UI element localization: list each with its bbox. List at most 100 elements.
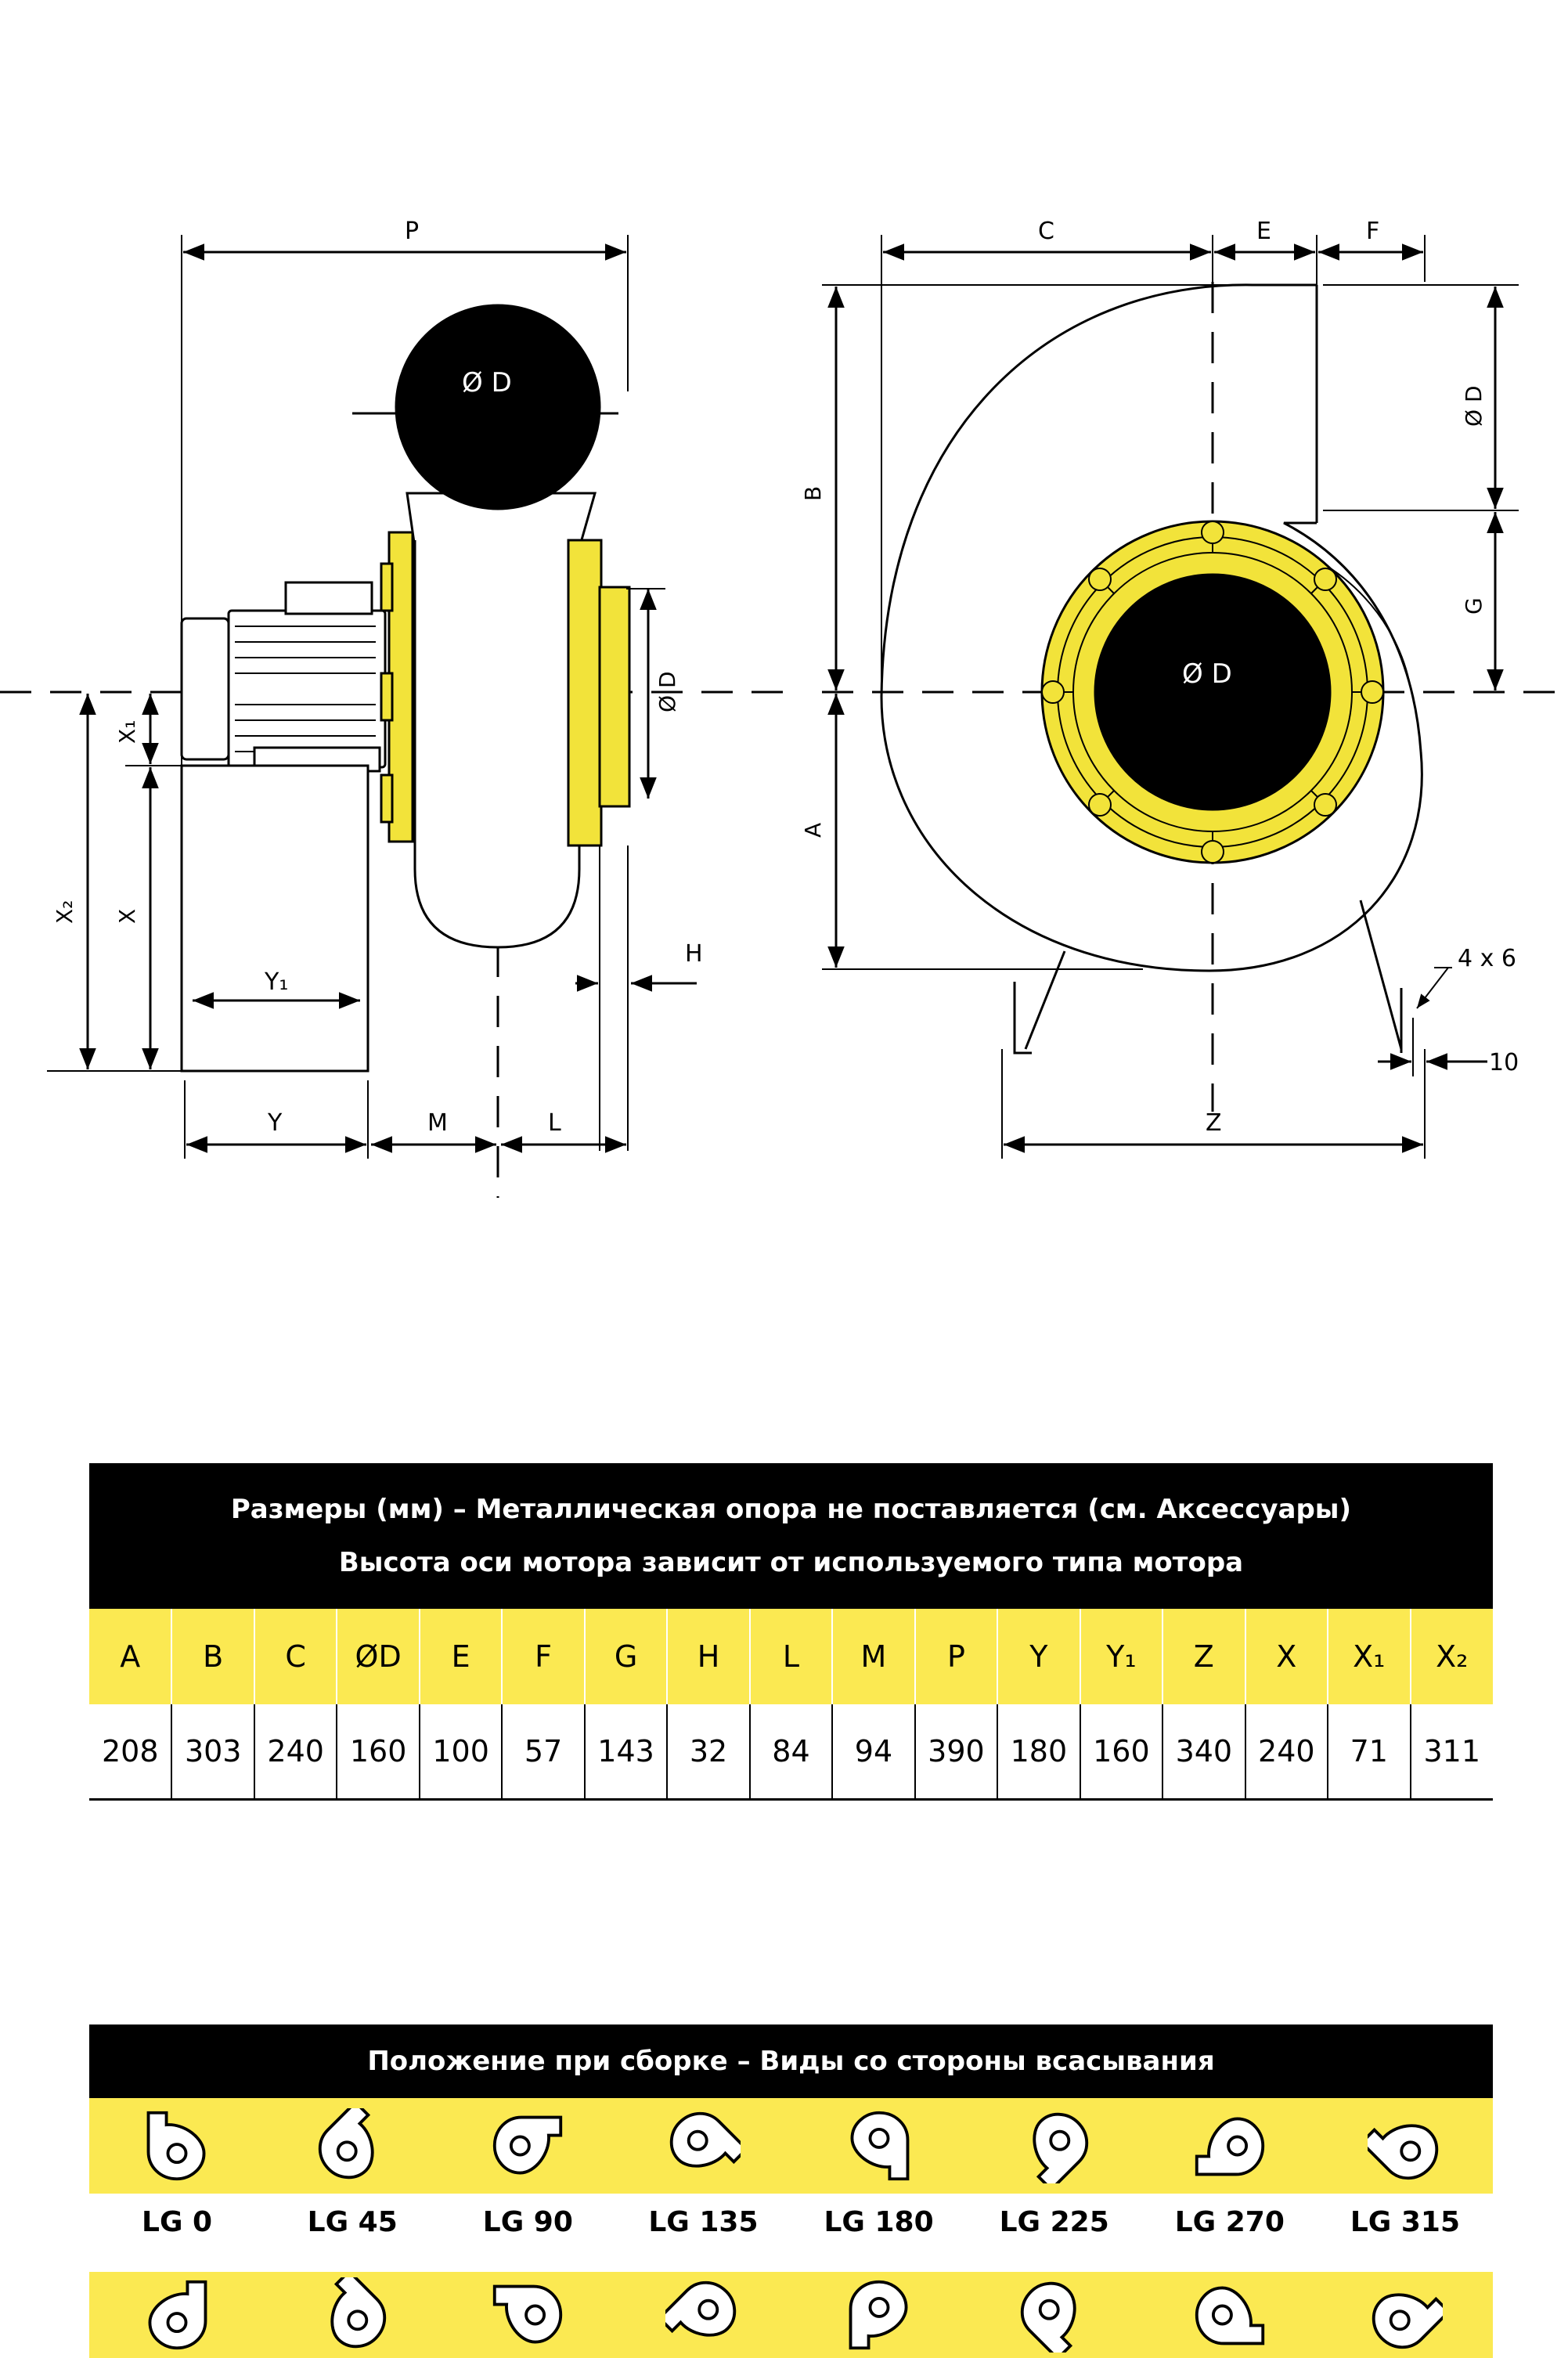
label-l: L xyxy=(548,1109,561,1137)
position-icon-cell xyxy=(1142,2098,1317,2194)
position-icon-cell xyxy=(265,2098,440,2194)
label-a: A xyxy=(800,823,826,838)
dimension-value-4: 100 xyxy=(418,1704,503,1801)
label-h: H xyxy=(685,940,703,968)
dimension-col-0: A xyxy=(89,1609,172,1704)
position-icon-cell xyxy=(1317,2272,1493,2358)
label-g: G xyxy=(1461,597,1487,615)
position-icon-cell xyxy=(967,2098,1142,2194)
position-label: LG 270 xyxy=(1174,2206,1285,2238)
dimension-col-7: H xyxy=(666,1609,750,1704)
fan-housing-icon xyxy=(1372,2293,1443,2349)
fan-housing-icon xyxy=(1195,2117,1264,2176)
dimension-value-8: 84 xyxy=(748,1704,833,1801)
label-f: F xyxy=(1366,218,1379,245)
fan-housing-icon xyxy=(330,2277,387,2349)
dimension-value-15: 71 xyxy=(1327,1704,1411,1801)
positions-icon-row-2 xyxy=(89,2272,1493,2358)
label-b: B xyxy=(800,486,826,501)
label-od-outlet-front: Ø D xyxy=(1461,386,1487,427)
assembly-positions: Положение при сборке – Виды со стороны в… xyxy=(89,2024,1493,2358)
dimension-col-10: P xyxy=(914,1609,998,1704)
label-ten: 10 xyxy=(1489,1049,1519,1076)
dimension-col-14: X xyxy=(1244,1609,1328,1704)
fan-housing-icon xyxy=(148,2280,207,2350)
dimension-col-2: C xyxy=(253,1609,337,1704)
side-view xyxy=(0,235,783,1198)
position-icon-cell xyxy=(89,2272,265,2358)
position-icon-cell xyxy=(440,2098,615,2194)
position-icon-cell xyxy=(1142,2272,1317,2358)
label-holes: 4 x 6 xyxy=(1458,945,1516,972)
dimension-value-11: 180 xyxy=(997,1704,1080,1801)
position-icon-cell xyxy=(791,2098,967,2194)
label-y1: Y₁ xyxy=(264,968,288,996)
position-icon-cell xyxy=(791,2272,967,2358)
dimension-value-3: 160 xyxy=(336,1704,420,1801)
position-icon-cell xyxy=(967,2272,1142,2358)
dimension-value-10: 390 xyxy=(914,1704,998,1801)
fan-housing-icon xyxy=(1033,2112,1088,2183)
fan-housing-icon xyxy=(1020,2281,1076,2353)
fan-housing-icon xyxy=(1367,2124,1439,2180)
label-m: M xyxy=(427,1109,448,1137)
dimension-value-7: 32 xyxy=(666,1704,750,1801)
dimension-col-1: B xyxy=(171,1609,254,1704)
position-icon-cell xyxy=(615,2098,791,2194)
dimension-value-13: 340 xyxy=(1162,1704,1245,1801)
position-label: LG 135 xyxy=(648,2206,759,2238)
dimension-col-12: Y₁ xyxy=(1079,1609,1163,1704)
fan-housing-icon xyxy=(319,2108,374,2180)
dimension-col-8: L xyxy=(748,1609,833,1704)
label-od-inlet-side: Ø D xyxy=(654,672,680,713)
dimension-col-15: X₁ xyxy=(1327,1609,1411,1704)
label-p: P xyxy=(405,218,419,245)
fan-housing-icon xyxy=(850,2111,909,2181)
fan-housing-icon xyxy=(493,2115,563,2175)
position-label: LG 315 xyxy=(1350,2206,1461,2238)
position-label: LG 45 xyxy=(307,2206,398,2238)
dimension-value-16: 311 xyxy=(1409,1704,1493,1801)
label-c: C xyxy=(1038,218,1054,245)
dimension-value-9: 94 xyxy=(831,1704,915,1801)
position-icon-cell xyxy=(1317,2098,1493,2194)
dimension-value-2: 240 xyxy=(253,1704,337,1801)
position-icon-cell xyxy=(265,2272,440,2358)
dimension-value-6: 143 xyxy=(583,1704,668,1801)
fan-housing-icon xyxy=(849,2280,908,2350)
position-label: LG 180 xyxy=(824,2206,934,2238)
dimension-value-12: 160 xyxy=(1079,1704,1163,1801)
front-view xyxy=(822,235,1568,1159)
dimension-value-5: 57 xyxy=(501,1704,585,1801)
dimension-col-3: ØD xyxy=(336,1609,420,1704)
technical-drawing: P Ø D Ø D H X₁ X X₂ Y₁ Y M L xyxy=(0,218,1568,1198)
position-icon-cell xyxy=(89,2098,265,2194)
positions-icon-row-1 xyxy=(89,2098,1493,2194)
fan-housing-icon xyxy=(1195,2286,1264,2345)
label-z: Z xyxy=(1206,1109,1222,1137)
label-od-inlet-front: Ø D xyxy=(1182,658,1232,690)
dimension-col-11: Y xyxy=(997,1609,1080,1704)
position-label: LG 90 xyxy=(482,2206,573,2238)
dimension-col-9: M xyxy=(831,1609,915,1704)
dimension-col-5: F xyxy=(501,1609,585,1704)
positions-title: Положение при сборке – Виды со стороны в… xyxy=(89,2024,1493,2098)
label-e: E xyxy=(1256,218,1271,245)
position-icon-cell xyxy=(440,2272,615,2358)
dimension-value-0: 208 xyxy=(89,1704,172,1801)
label-od-outlet-side: Ø D xyxy=(462,367,512,398)
fan-housing-icon xyxy=(146,2111,206,2181)
dimension-table-title-2: Высота оси мотора зависит от используемо… xyxy=(338,1547,1244,1578)
position-icon-cell xyxy=(615,2272,791,2358)
label-x: X xyxy=(114,909,140,924)
label-y: Y xyxy=(267,1109,283,1137)
label-x1: X₁ xyxy=(114,720,140,744)
fan-housing-icon xyxy=(670,2111,741,2168)
dimension-col-16: X₂ xyxy=(1409,1609,1493,1704)
dimension-table-header: Размеры (мм) – Металлическая опора не по… xyxy=(89,1463,1493,1609)
dimension-col-4: E xyxy=(418,1609,503,1704)
dimension-col-6: G xyxy=(583,1609,668,1704)
